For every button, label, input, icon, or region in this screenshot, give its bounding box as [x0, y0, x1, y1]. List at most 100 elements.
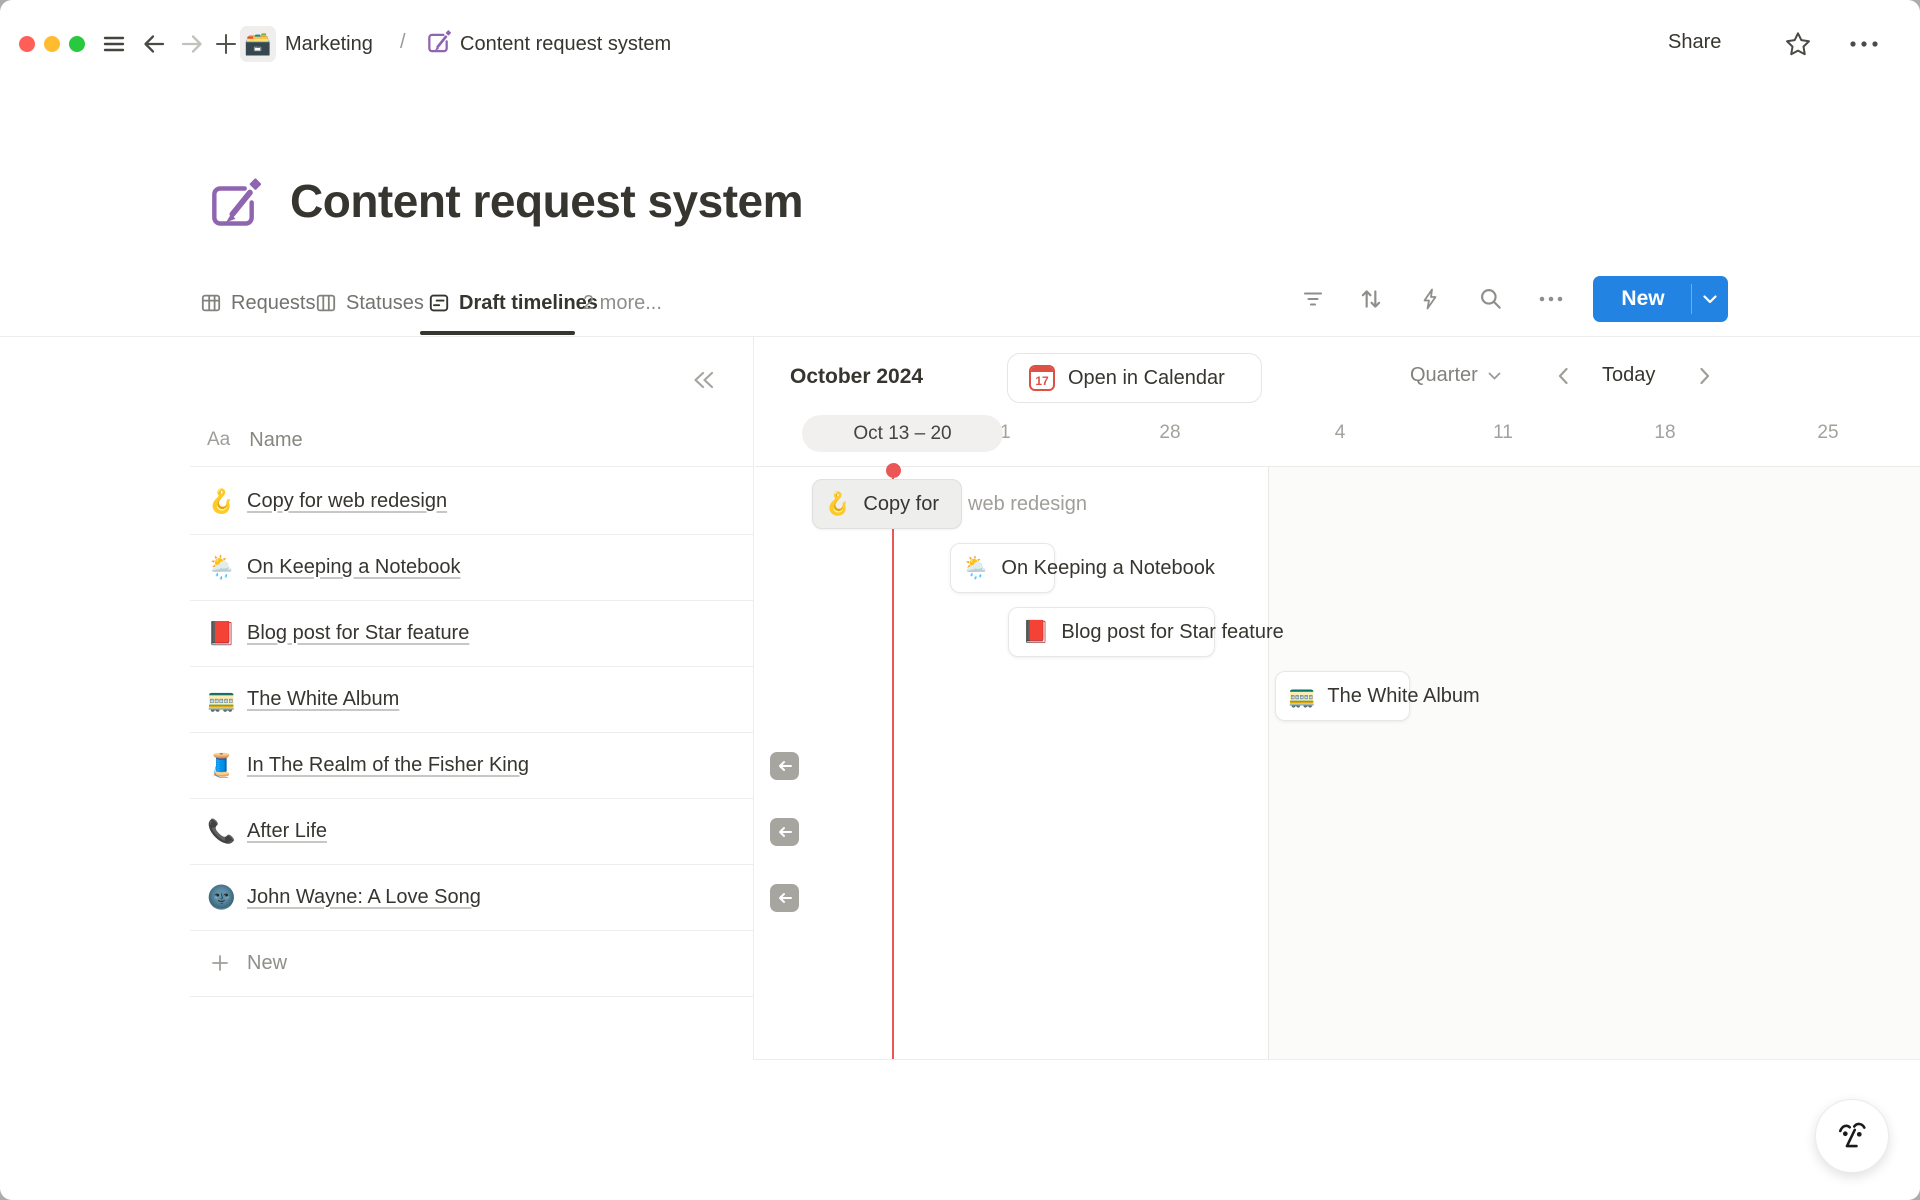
- hook-emoji: 🪝: [207, 487, 236, 514]
- automation-lightning-icon[interactable]: [1416, 284, 1446, 314]
- timeline-bar[interactable]: [1275, 671, 1410, 721]
- row-title-link[interactable]: Blog post for Star feature: [247, 621, 470, 644]
- ai-face-icon: [1838, 1122, 1866, 1148]
- memo-icon: [424, 29, 452, 57]
- row-title-link[interactable]: After Life: [247, 819, 328, 842]
- row-title-link[interactable]: Copy for web redesign: [247, 489, 448, 512]
- timeline-view-icon: [429, 294, 449, 312]
- week-tick-label: 18: [1654, 422, 1676, 443]
- zoom-level-label: Quarter: [1410, 364, 1478, 386]
- page-title: Content request system: [290, 175, 804, 227]
- table-timeline-divider[interactable]: [753, 337, 754, 1059]
- column-header-name[interactable]: Aa Name: [190, 420, 303, 460]
- open-in-calendar-label: Open in Calendar: [1068, 366, 1225, 389]
- tab-requests[interactable]: Requests: [200, 286, 316, 320]
- tram-emoji: 🚃: [1288, 683, 1316, 708]
- timeline-bar-label[interactable]: 🚃 The White Album: [1288, 671, 1480, 721]
- notion-ai-button[interactable]: [1815, 1099, 1889, 1173]
- more-options-icon[interactable]: [1845, 30, 1889, 63]
- scroll-to-item-left-button[interactable]: [770, 752, 799, 780]
- breadcrumb-page[interactable]: Content request system: [460, 33, 672, 55]
- tab-draft-timelines[interactable]: Draft timelines: [428, 286, 598, 320]
- active-tab-underline: [420, 331, 575, 335]
- share-button[interactable]: Share: [1668, 31, 1722, 53]
- table-row[interactable]: 📞 After Life: [190, 798, 753, 865]
- view-options-icon[interactable]: [1536, 284, 1566, 314]
- traffic-light-minimize[interactable]: [44, 36, 60, 52]
- bar-title: Blog post for Star feature: [1061, 620, 1284, 643]
- month-boundary-line: [1268, 467, 1269, 1059]
- plus-icon: [207, 953, 233, 973]
- tab-label: Statuses: [346, 292, 424, 314]
- november-column-shade: [1269, 467, 1920, 1059]
- timeline-zoom-select[interactable]: Quarter: [1400, 364, 1501, 387]
- timeline-bar-label[interactable]: 🪝 Copy for: [824, 479, 939, 529]
- today-indicator-dot: [886, 463, 901, 478]
- red-book-emoji: 📕: [1022, 619, 1050, 644]
- bar-title: Copy for: [863, 492, 939, 515]
- timeline-bar[interactable]: [1008, 607, 1215, 657]
- open-in-calendar-button[interactable]: 17 Open in Calendar: [1007, 353, 1262, 403]
- breadcrumb-separator: /: [400, 31, 406, 53]
- timeline-bar-label[interactable]: 📕 Blog post for Star feature: [1022, 607, 1284, 657]
- breadcrumb-workspace[interactable]: Marketing: [285, 33, 373, 55]
- new-page-icon[interactable]: [212, 30, 240, 58]
- sidebar-toggle-icon[interactable]: [100, 30, 128, 58]
- card-file-box-emoji: 🗃️: [244, 31, 272, 56]
- board-view-icon: [316, 294, 336, 312]
- row-title-link[interactable]: On Keeping a Notebook: [247, 555, 461, 578]
- table-row[interactable]: 🪝 Copy for web redesign: [190, 468, 753, 535]
- week-tick-label: 11: [1493, 422, 1513, 443]
- back-icon[interactable]: [140, 30, 168, 58]
- arrow-left-icon: [778, 893, 792, 903]
- tram-emoji: 🚃: [207, 685, 236, 712]
- new-row-button[interactable]: New: [190, 930, 753, 997]
- tabbar-divider: [0, 336, 1920, 337]
- breadcrumb-workspace-icon[interactable]: 🗃️: [240, 26, 276, 62]
- text-property-icon: Aa: [207, 429, 231, 450]
- favorite-star-icon[interactable]: [1784, 30, 1812, 58]
- new-button-label: New: [1621, 287, 1665, 310]
- new-button[interactable]: New: [1593, 276, 1728, 322]
- timeline-top-divider: [755, 466, 1920, 467]
- row-title-link[interactable]: In The Realm of the Fisher King: [247, 753, 529, 776]
- sun-rain-cloud-emoji: 🌦️: [207, 553, 236, 580]
- arrow-left-icon: [778, 827, 792, 837]
- row-title-link[interactable]: The White Album: [247, 687, 400, 710]
- sun-rain-cloud-emoji: 🌦️: [962, 555, 990, 580]
- filter-icon[interactable]: [1298, 284, 1328, 314]
- today-button[interactable]: Today: [1602, 364, 1656, 386]
- arrow-left-icon: [778, 761, 792, 771]
- traffic-light-zoom[interactable]: [69, 36, 85, 52]
- table-row[interactable]: 📕 Blog post for Star feature: [190, 600, 753, 667]
- row-title-link[interactable]: John Wayne: A Love Song: [247, 885, 481, 908]
- traffic-light-close[interactable]: [19, 36, 35, 52]
- red-book-emoji: 📕: [207, 619, 236, 646]
- calendar-icon: 17: [1029, 365, 1055, 391]
- collapse-table-icon[interactable]: [688, 364, 720, 396]
- sort-icon[interactable]: [1356, 284, 1386, 314]
- table-row[interactable]: 🌦️ On Keeping a Notebook: [190, 534, 753, 601]
- scroll-to-item-left-button[interactable]: [770, 884, 799, 912]
- tab-statuses[interactable]: Statuses: [315, 286, 424, 320]
- scroll-to-item-left-button[interactable]: [770, 818, 799, 846]
- calendar-day: 17: [1035, 373, 1049, 388]
- current-week-pill[interactable]: Oct 13 – 20: [802, 415, 1003, 452]
- week-tick-label: 28: [1159, 422, 1181, 443]
- forward-icon[interactable]: [178, 30, 206, 58]
- timeline-bar-label[interactable]: 🌦️ On Keeping a Notebook: [962, 543, 1215, 593]
- search-icon[interactable]: [1476, 284, 1506, 314]
- table-row[interactable]: 🚃 The White Album: [190, 666, 753, 733]
- today-indicator-line: [892, 470, 894, 1059]
- timeline-bar[interactable]: [812, 479, 962, 529]
- timeline-next-icon[interactable]: [1698, 366, 1712, 391]
- table-row[interactable]: 🧵 In The Realm of the Fisher King: [190, 732, 753, 799]
- table-row[interactable]: 🌚 John Wayne: A Love Song: [190, 864, 753, 931]
- new-button-chevron-down-icon[interactable]: [1692, 294, 1728, 304]
- timeline-prev-icon[interactable]: [1556, 366, 1570, 391]
- timeline-bar[interactable]: [950, 543, 1055, 593]
- tab-more[interactable]: 2 more...: [583, 286, 662, 320]
- tab-label: 2 more...: [583, 292, 662, 314]
- page-icon-memo[interactable]: [205, 178, 262, 234]
